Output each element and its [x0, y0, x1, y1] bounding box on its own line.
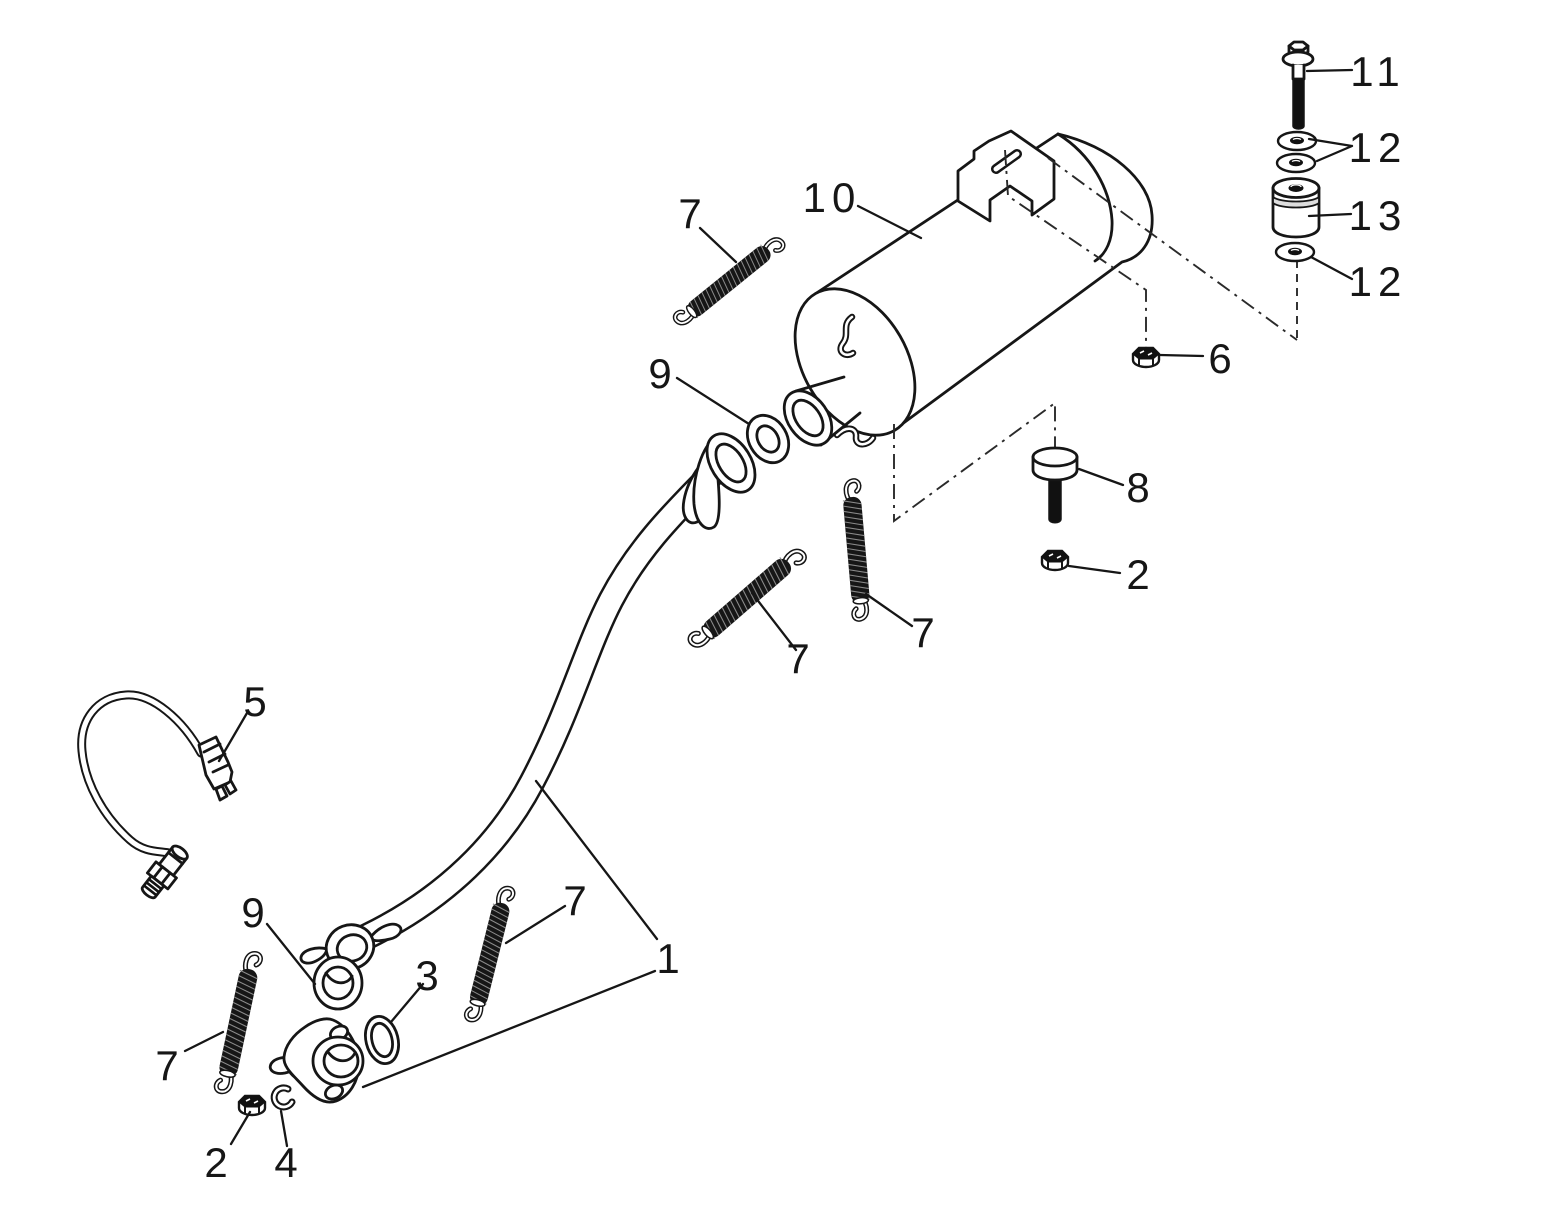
callout-2-right: 2 — [1126, 551, 1155, 598]
washer-bottom — [1274, 241, 1316, 263]
washer-top — [1276, 130, 1318, 152]
construction-lines — [893, 149, 1298, 523]
callout-2-bottom: 2 — [204, 1139, 233, 1186]
cap-bolt — [1031, 446, 1079, 524]
pipe-lower-collar — [299, 922, 403, 971]
exhaust-gasket-upper — [745, 413, 791, 465]
oxygen-sensor — [77, 690, 238, 900]
callout-7-mid: 7 — [786, 635, 815, 682]
callout-7-vertical: 7 — [911, 609, 940, 656]
nut-six — [1131, 346, 1161, 369]
callout-6-nut: 6 — [1208, 335, 1237, 382]
callout-12-upper: 12 — [1349, 124, 1408, 171]
sensor-cable — [77, 690, 206, 861]
exhaust-gasket-lower — [312, 955, 364, 1011]
callout-7-lower-mid: 7 — [563, 877, 592, 924]
spring-bottom-left — [214, 951, 262, 1094]
callout-9-upper: 9 — [648, 350, 677, 397]
sensor-body — [140, 844, 189, 900]
spring-top — [673, 233, 786, 329]
nut-right — [1040, 549, 1070, 572]
muffler-inlet — [782, 375, 862, 447]
callout-9-lower: 9 — [241, 889, 270, 936]
muffler — [782, 129, 1154, 448]
sensor-connector — [197, 735, 238, 802]
callout-12-lower: 12 — [1349, 258, 1408, 305]
flange-nut-bottom — [237, 1094, 267, 1117]
pipe-upper-flare — [705, 432, 757, 494]
mount-bolt — [1281, 40, 1315, 130]
callout-3-gasket: 3 — [415, 952, 444, 999]
callout-7-bottom: 7 — [155, 1042, 184, 1089]
muffler-bracket — [956, 129, 1056, 223]
spring-lower-mid — [464, 885, 515, 1022]
spring-vertical — [841, 480, 871, 620]
callout-7-top: 7 — [678, 190, 707, 237]
callout-1-pipe: 1 — [656, 935, 685, 982]
circlip — [270, 1084, 296, 1111]
exhaust-pipe — [299, 432, 757, 971]
callout-13-bushing: 13 — [1349, 192, 1408, 239]
rubber-bushing — [1271, 177, 1321, 239]
leader-lines — [183, 68, 1354, 1148]
flange-gasket — [364, 1014, 400, 1066]
washer-middle — [1275, 152, 1317, 174]
callout-4-circlip: 4 — [274, 1139, 303, 1186]
callout-8-capbolt: 8 — [1126, 464, 1155, 511]
callout-5-sensor: 5 — [243, 678, 272, 725]
callout-10-muffler: 10 — [803, 174, 862, 221]
manifold-flange — [268, 1017, 365, 1104]
callout-11-bolt: 11 — [1350, 48, 1406, 95]
